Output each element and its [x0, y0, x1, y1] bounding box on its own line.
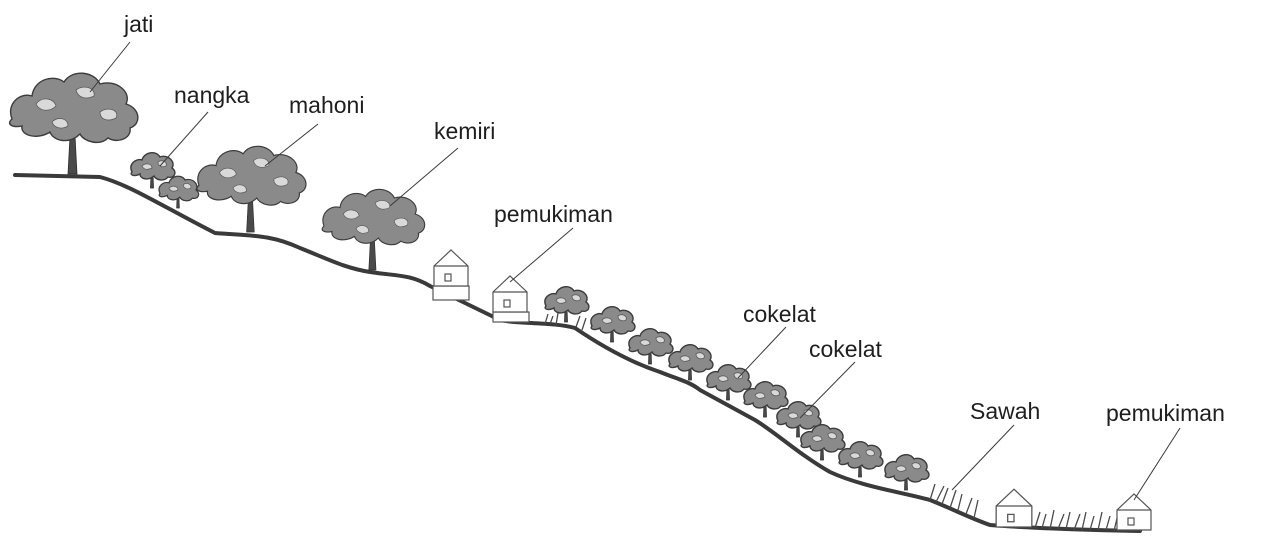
leader-pemukiman-lower: [1134, 428, 1180, 500]
house-upper-1: [433, 250, 469, 300]
mahoni-tree: [197, 146, 306, 232]
jati-tree: [10, 73, 138, 174]
leader-pemukiman-upper: [510, 228, 573, 282]
label-sawah: Sawah: [970, 398, 1040, 424]
leader-cokelat-2: [800, 362, 855, 418]
label-cokelat-2: cokelat: [809, 336, 882, 362]
house-lower-1: [996, 489, 1032, 527]
label-jati: jati: [123, 11, 153, 37]
leader-lines: [90, 42, 1180, 500]
label-kemiri: kemiri: [434, 118, 495, 144]
slope-ground-line: [15, 175, 1140, 531]
leader-sawah: [952, 425, 1014, 490]
label-pemukiman-upper: pemukiman: [494, 201, 613, 227]
leader-cokelat-1: [738, 327, 786, 378]
leader-kemiri: [390, 148, 458, 206]
label-mahoni: mahoni: [289, 92, 364, 118]
label-cokelat-1: cokelat: [743, 301, 816, 327]
house-upper-2: [493, 276, 529, 322]
cokelat-trees: [545, 287, 929, 490]
label-pemukiman-lower: pemukiman: [1106, 400, 1225, 426]
kemiri-tree: [322, 189, 425, 270]
leader-nangka: [160, 112, 208, 166]
label-nangka: nangka: [174, 82, 250, 108]
